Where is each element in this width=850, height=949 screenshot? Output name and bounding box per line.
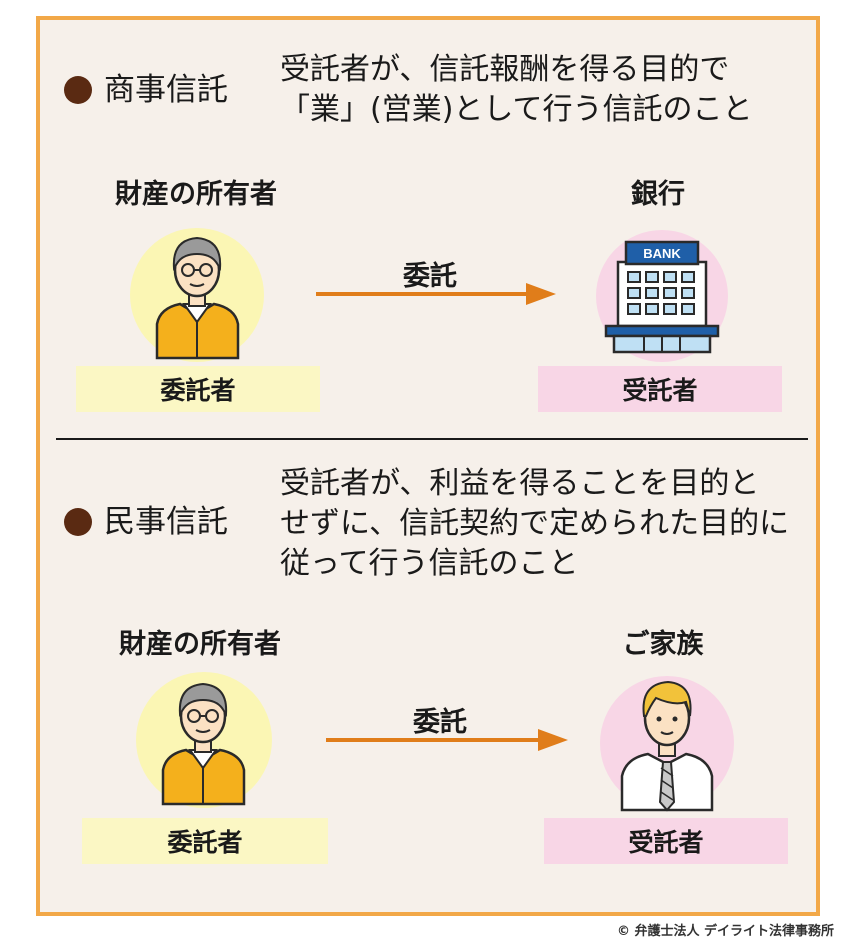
description-line: 従って行う信託のこと bbox=[280, 546, 579, 581]
elderly-man-icon bbox=[155, 236, 240, 360]
owner-heading: 財産の所有者 bbox=[115, 179, 277, 210]
description-line: 「業」(営業)として行う信託のこと bbox=[280, 92, 753, 127]
bank-sign-text: BANK bbox=[643, 246, 681, 261]
family-man-icon bbox=[620, 680, 714, 812]
arrow-right-icon bbox=[326, 729, 568, 751]
bank-heading: 銀行 bbox=[631, 179, 685, 210]
section-description-civil: 受託者が、利益を得ることを目的と せずに、信託契約で定められた目的に 従って行う… bbox=[280, 464, 789, 584]
elderly-man-icon bbox=[161, 682, 246, 806]
entrust-label: 委託 bbox=[413, 707, 467, 738]
arrow-right-icon bbox=[316, 283, 556, 305]
settlor-label: 委託者 bbox=[76, 366, 320, 412]
trustee-label: 受託者 bbox=[538, 366, 782, 412]
description-line: せずに、信託契約で定められた目的に bbox=[280, 506, 790, 541]
section-title-civil: 民事信託 bbox=[104, 504, 228, 540]
bullet-dot bbox=[64, 76, 92, 104]
description-line: 受託者が、利益を得ることを目的と bbox=[280, 466, 760, 501]
section-title-commercial: 商事信託 bbox=[104, 72, 228, 108]
family-heading: ご家族 bbox=[622, 629, 704, 660]
entrust-label: 委託 bbox=[403, 261, 457, 292]
trustee-label: 受託者 bbox=[544, 818, 788, 864]
bullet-dot bbox=[64, 508, 92, 536]
section-divider bbox=[56, 438, 808, 440]
settlor-label: 委託者 bbox=[82, 818, 328, 864]
description-line: 受託者が、信託報酬を得る目的で bbox=[280, 52, 730, 87]
bank-building-icon: BANK bbox=[604, 240, 720, 354]
copyright-text: © 弁護士法人 デイライト法律事務所 bbox=[616, 924, 834, 939]
section-description-commercial: 受託者が、信託報酬を得る目的で 「業」(営業)として行う信託のこと bbox=[280, 50, 753, 130]
owner-heading: 財産の所有者 bbox=[119, 629, 281, 660]
